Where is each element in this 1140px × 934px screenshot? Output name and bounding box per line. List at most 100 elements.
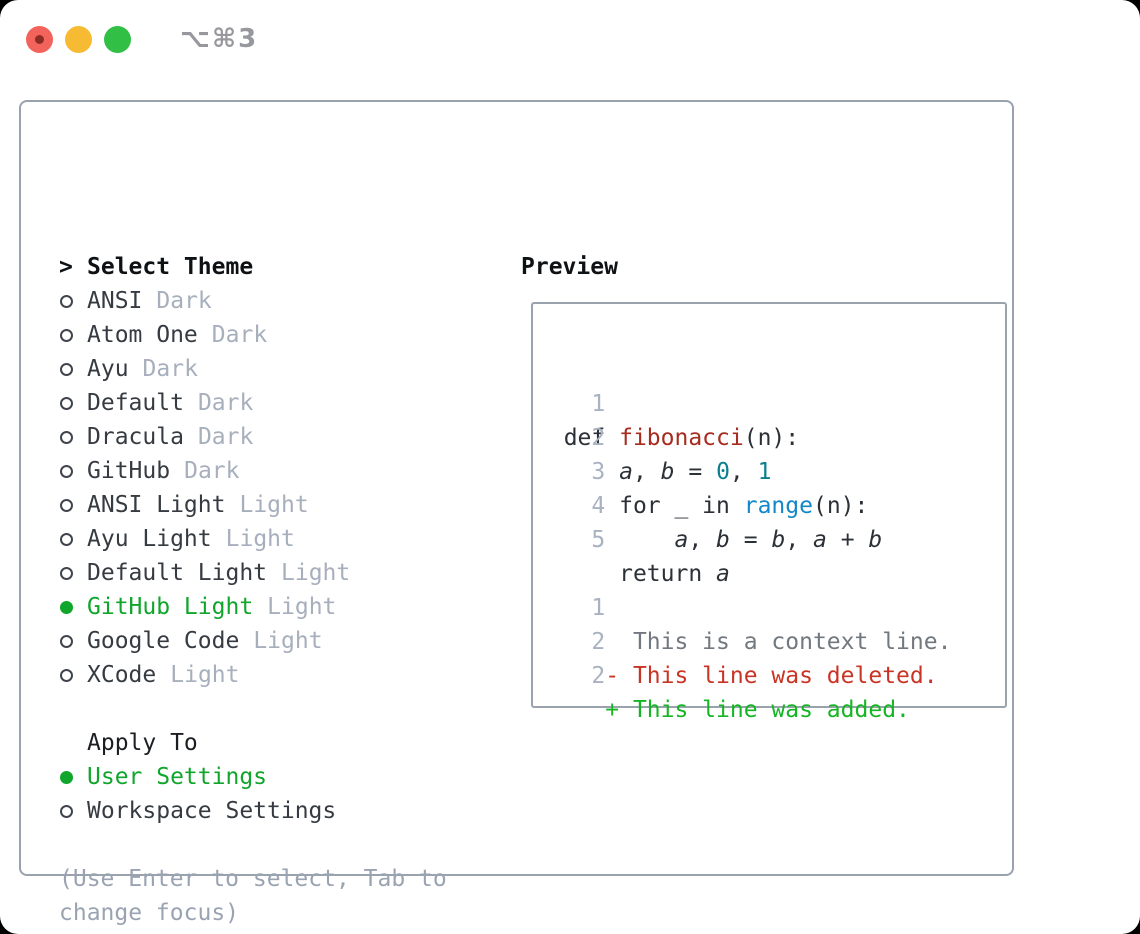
code-token: , [785,527,814,553]
theme-variant: Light [253,628,323,654]
code-token: , [632,459,661,485]
radio-icon [60,294,73,308]
apply-to-option-label: User Settings [87,764,268,790]
radio-icon [60,634,73,648]
theme-name: Google Code [87,628,240,654]
line-number: 1 [591,595,606,621]
theme-list-item[interactable]: ANSI Dark [59,284,350,318]
code-token: - This line was deleted. [563,663,938,689]
radio-icon [60,464,73,478]
zoom-button[interactable] [104,25,131,53]
code-token: a [619,459,633,485]
line-number: 1 [591,391,606,417]
apply-to-option-label: Workspace Settings [87,798,337,824]
radio-icon [60,396,73,410]
apply-to-title: Apply To [87,730,198,756]
theme-list-item[interactable]: Atom One Dark [59,318,350,352]
line-number: 2 [591,425,606,451]
code-token: = [674,459,717,485]
radio-icon [60,532,73,546]
code-token: (n): [812,493,869,519]
radio-icon [60,804,73,818]
theme-panel: > Select Theme ANSI Dark Atom One Dark A… [59,250,350,828]
theme-name: Ayu [87,356,129,382]
theme-variant: Light [225,526,295,552]
code-token: = [729,527,772,553]
close-button[interactable] [26,25,53,53]
theme-variant: Dark [142,356,198,382]
theme-name: Default [87,390,184,416]
code-token: a [674,527,689,553]
theme-list-item[interactable]: GitHub Dark [59,454,350,488]
code-block: 1 def fibonacci(n): 2 a, b = 0, 1 3 for … [533,304,1005,723]
theme-variant: Light [170,662,240,688]
code-line: 1 def fibonacci(n): [536,353,1005,451]
theme-variant: Dark [156,288,212,314]
radio-icon [60,498,73,512]
apply-to-option[interactable]: User Settings [59,760,350,794]
code-token: , [688,527,717,553]
theme-name: Ayu Light [87,526,212,552]
prompt-icon: > [59,254,73,280]
code-token: a [813,527,827,553]
theme-variant: Dark [184,458,240,484]
theme-list-item[interactable]: Dracula Dark [59,420,350,454]
code-token: b [771,527,786,553]
minimize-button[interactable] [65,25,92,53]
theme-name: GitHub Light [87,594,254,620]
code-line: 5 return a [536,489,1005,587]
theme-name: ANSI [87,288,143,314]
theme-list-item[interactable]: Google Code Light [59,624,350,658]
theme-list-item[interactable]: Ayu Light Light [59,522,350,556]
code-token: + This line was added. [563,697,910,723]
select-theme-title: Select Theme [87,254,254,280]
radio-icon [60,566,73,580]
code-token: fibonacci [619,425,744,451]
code-token: + [826,527,869,553]
spacer [59,692,350,726]
preview-box: 1 def fibonacci(n): 2 a, b = 0, 1 3 for … [531,302,1007,723]
code-line: 1 This is a context line. [536,557,1005,655]
preview-title: Preview [521,254,618,280]
theme-list-item[interactable]: Default Light Light [59,556,350,590]
code-line: 2 + This line was added. [536,625,1005,723]
theme-variant: Dark [197,424,254,450]
code-line: 2 - This line was deleted. [536,591,1005,689]
code-line: 3 for _ in range(n): [536,421,1005,519]
radio-icon [60,770,73,784]
theme-name: ANSI Light [87,492,226,518]
theme-name: XCode [87,662,157,688]
apply-to-option[interactable]: Workspace Settings [59,794,350,828]
theme-list-item[interactable]: GitHub Light Light [59,590,350,624]
code-line: 4 a, b = b, a + b [536,455,1005,553]
theme-list-item[interactable]: Default Dark [59,386,350,420]
theme-variant: Light [281,560,351,586]
theme-list-item[interactable]: XCode Light [59,658,350,692]
line-number: 3 [591,459,606,485]
theme-list-item[interactable]: Ayu Dark [59,352,350,386]
code-line: 2 a, b = 0, 1 [536,387,1005,485]
theme-variant: Light [239,492,309,518]
theme-variant: Dark [211,322,268,348]
apply-to-list: User Settings Workspace Settings [59,760,350,828]
line-number: 5 [591,527,606,553]
line-number: 2 [591,629,606,655]
theme-name: Default Light [87,560,268,586]
radio-icon [60,430,73,444]
code-token: 1 [757,459,772,485]
code-token: return [563,561,717,587]
theme-variant: Dark [197,390,254,416]
theme-list-item[interactable]: ANSI Light Light [59,488,350,522]
code-token: 0 [716,459,730,485]
code-token: b [660,459,675,485]
window-titlebar: ⌥⌘3 [26,24,258,54]
theme-list: ANSI Dark Atom One Dark Ayu Dark Default… [59,284,350,692]
close-dot-icon [35,34,44,44]
code-token: a [716,561,730,587]
code-token: This is a context line. [563,629,952,655]
window-title: ⌥⌘3 [180,24,259,54]
code-token: range [743,493,813,519]
radio-icon [60,668,73,682]
code-token: , [729,459,758,485]
